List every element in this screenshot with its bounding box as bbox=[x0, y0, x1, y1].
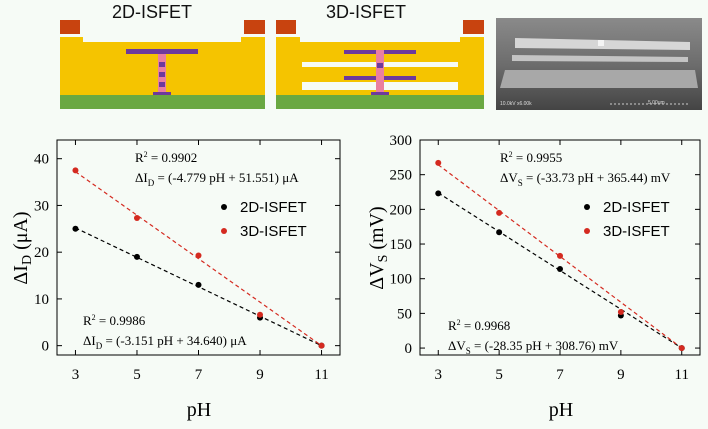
y-axis-label: ΔVS (mV) bbox=[366, 206, 391, 289]
data-point-2d bbox=[557, 266, 563, 272]
pillar-base bbox=[153, 92, 171, 95]
annotation-r2: R2 = 0.9986 bbox=[83, 313, 146, 328]
x-tick-label: 7 bbox=[556, 367, 564, 383]
gate-bar bbox=[126, 49, 198, 54]
x-tick-label: 9 bbox=[256, 367, 264, 383]
legend-label: 2D-ISFET bbox=[603, 199, 670, 216]
sem-middle-layer bbox=[512, 55, 688, 62]
data-point-3d bbox=[678, 345, 685, 352]
data-point-2d bbox=[195, 281, 202, 288]
legend-marker bbox=[584, 228, 590, 234]
annotation-equation: ΔVS = (-33.73 pH + 365.44) mV bbox=[500, 170, 671, 188]
pillar-contact bbox=[159, 72, 165, 77]
data-point-3d bbox=[557, 252, 563, 259]
legend-marker bbox=[221, 204, 227, 210]
y-tick-label: 30 bbox=[34, 198, 49, 214]
chart-surface-potential: 3 5 7 9 11 0 50 100 150 200 250 300 pH ΔVS (mV) 2D-… bbox=[366, 133, 701, 421]
data-point-3d bbox=[435, 159, 442, 166]
data-point-2d bbox=[72, 225, 79, 232]
y-tick-label: 100 bbox=[390, 272, 413, 288]
data-point-3d bbox=[195, 252, 202, 259]
chart-drain-current: 3 5 7 9 11 0 10 20 30 40 pH ΔID (μA) 2D-ISFET 3D-I… bbox=[10, 139, 341, 421]
sem-caption: 10.0kV x6.00k bbox=[500, 101, 532, 107]
diagram-2d-title: 2D-ISFET bbox=[112, 2, 193, 22]
y-tick-label: 250 bbox=[390, 168, 413, 184]
x-tick-label: 9 bbox=[617, 367, 625, 383]
x-tick-label: 11 bbox=[675, 367, 689, 383]
diagram-3d-isfet bbox=[276, 20, 484, 109]
annotation-r2: R2 = 0.9955 bbox=[500, 150, 562, 165]
y-tick-label: 50 bbox=[397, 306, 412, 322]
x-tick-label: 5 bbox=[133, 367, 141, 383]
annotation-r2: R2 = 0.9902 bbox=[135, 150, 197, 165]
legend-label: 3D-ISFET bbox=[240, 223, 307, 240]
contact-right bbox=[244, 20, 265, 34]
x-tick-label: 3 bbox=[435, 367, 443, 383]
x-tick-label: 3 bbox=[72, 367, 80, 383]
y-tick-label: 300 bbox=[390, 133, 413, 149]
annotation-equation: ΔID = (-4.779 pH + 51.551) μA bbox=[135, 170, 299, 188]
x-axis-label: pH bbox=[187, 399, 211, 421]
contact-left bbox=[276, 20, 296, 34]
annotation-equation: ΔID = (-3.151 pH + 34.640) μA bbox=[83, 333, 247, 351]
data-point-3d bbox=[257, 311, 264, 318]
x-axis-label: pH bbox=[549, 399, 573, 421]
top-well bbox=[83, 37, 241, 42]
substrate-layer bbox=[60, 95, 265, 109]
y-tick-label: 200 bbox=[390, 202, 413, 218]
y-tick-label: 0 bbox=[42, 339, 50, 355]
sem-base-layer bbox=[500, 70, 698, 88]
legend-marker bbox=[584, 204, 590, 210]
data-point-3d bbox=[496, 209, 503, 216]
data-point-2d bbox=[133, 253, 140, 260]
y-tick-label: 10 bbox=[34, 292, 49, 308]
y-tick-label: 0 bbox=[405, 341, 413, 357]
diagram-2d-isfet bbox=[60, 20, 265, 109]
data-point-3d bbox=[617, 309, 624, 315]
y-tick-label: 40 bbox=[34, 152, 49, 168]
data-point-3d bbox=[133, 215, 140, 222]
fit-line-3d bbox=[75, 171, 322, 347]
data-point-2d bbox=[435, 190, 442, 197]
data-point-3d bbox=[318, 342, 325, 349]
y-tick-label: 150 bbox=[390, 237, 413, 253]
top-well bbox=[300, 37, 460, 42]
sem-bright-spot bbox=[598, 40, 604, 46]
x-tick-label: 7 bbox=[195, 367, 203, 383]
x-tick-label: 5 bbox=[495, 367, 503, 383]
data-point-2d bbox=[496, 229, 503, 236]
contact-right bbox=[463, 20, 484, 34]
sem-background bbox=[496, 18, 702, 110]
pillar-contact bbox=[159, 82, 165, 87]
pillar-contact bbox=[377, 63, 383, 68]
pillar-contact bbox=[159, 62, 165, 67]
channel-pillar bbox=[376, 50, 384, 94]
legend-marker bbox=[221, 228, 227, 234]
sem-micrograph bbox=[496, 18, 702, 110]
fit-line-3d bbox=[437, 164, 683, 349]
diagram-3d-title: 3D-ISFET bbox=[326, 2, 407, 22]
annotation-equation: ΔVS = (-28.35 pH + 308.76) mV bbox=[448, 338, 619, 356]
y-tick-label: 20 bbox=[34, 245, 49, 261]
pillar-base bbox=[371, 92, 389, 95]
fit-line-2d bbox=[437, 192, 683, 349]
sem-scale-label: 5.00um bbox=[648, 100, 665, 106]
annotation-r2: R2 = 0.9968 bbox=[448, 318, 510, 333]
substrate-layer bbox=[276, 95, 484, 109]
contact-left bbox=[60, 20, 80, 34]
data-point-3d bbox=[72, 167, 79, 174]
y-axis-label: ΔID (μA) bbox=[10, 211, 35, 284]
legend-label: 2D-ISFET bbox=[240, 199, 307, 216]
legend-label: 3D-ISFET bbox=[603, 223, 670, 240]
x-tick-label: 11 bbox=[314, 367, 328, 383]
